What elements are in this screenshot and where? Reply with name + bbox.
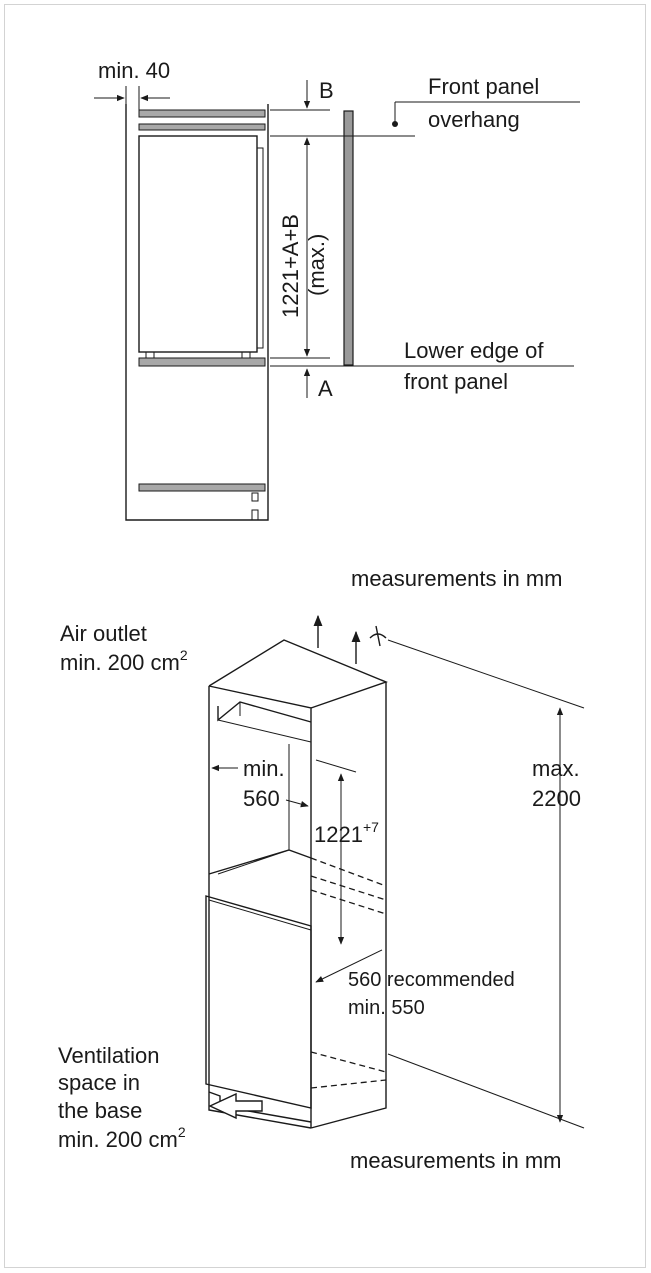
depth-label-2: min. 550 xyxy=(348,997,425,1019)
height-label: 1221+A+B xyxy=(278,214,303,318)
dim-b-label: B xyxy=(319,78,334,103)
height-max-label: (max.) xyxy=(304,234,329,296)
lower-edge-label-2: front panel xyxy=(404,369,508,394)
max-label-2: 2200 xyxy=(532,786,581,811)
ventilation-arrow-icon xyxy=(208,1092,263,1120)
lower-plate xyxy=(138,483,266,492)
shelf-plate xyxy=(138,357,266,367)
overhang-label-2: overhang xyxy=(428,107,520,132)
vent-label-1: Ventilation xyxy=(58,1043,160,1068)
appliance-body xyxy=(138,135,258,353)
lower-edge-label-1: Lower edge of xyxy=(404,338,544,363)
width-label-2: 560 xyxy=(243,786,280,811)
appliance-hinge xyxy=(256,147,264,349)
cabinet-outline xyxy=(125,104,269,521)
dim-a-label: A xyxy=(318,376,333,401)
top-plate xyxy=(138,109,266,118)
niche-front-right-edge xyxy=(208,685,312,1128)
diagram-frame xyxy=(4,4,646,1268)
air-outlet-label-2: min. 200 cm2 xyxy=(60,647,188,675)
niche-perspective-view: Air outlet min. 200 cm2 min. 560 1221+7 … xyxy=(58,614,585,1173)
vent-label-2: space in xyxy=(58,1070,140,1095)
gap-label: min. 40 xyxy=(98,58,170,83)
units-label-bottom: measurements in mm xyxy=(350,1148,562,1173)
upper-rail xyxy=(138,123,266,131)
depth-label-1: 560 recommended xyxy=(348,969,515,991)
side-section-view: min. 40 B 1221+A+B (max.) A Front panel … xyxy=(94,58,580,591)
units-label-top: measurements in mm xyxy=(351,566,563,591)
width-label-1: min. xyxy=(243,756,285,781)
vent-label-3: the base xyxy=(58,1098,142,1123)
vent-label-4: min. 200 cm2 xyxy=(58,1124,186,1152)
overhang-label-1: Front panel xyxy=(428,74,539,99)
front-panel xyxy=(343,110,354,366)
max-label-1: max. xyxy=(532,756,580,781)
door-panel xyxy=(205,895,312,1109)
air-outlet-label-1: Air outlet xyxy=(60,621,147,646)
niche-height-label: 1221+7 xyxy=(314,819,379,847)
